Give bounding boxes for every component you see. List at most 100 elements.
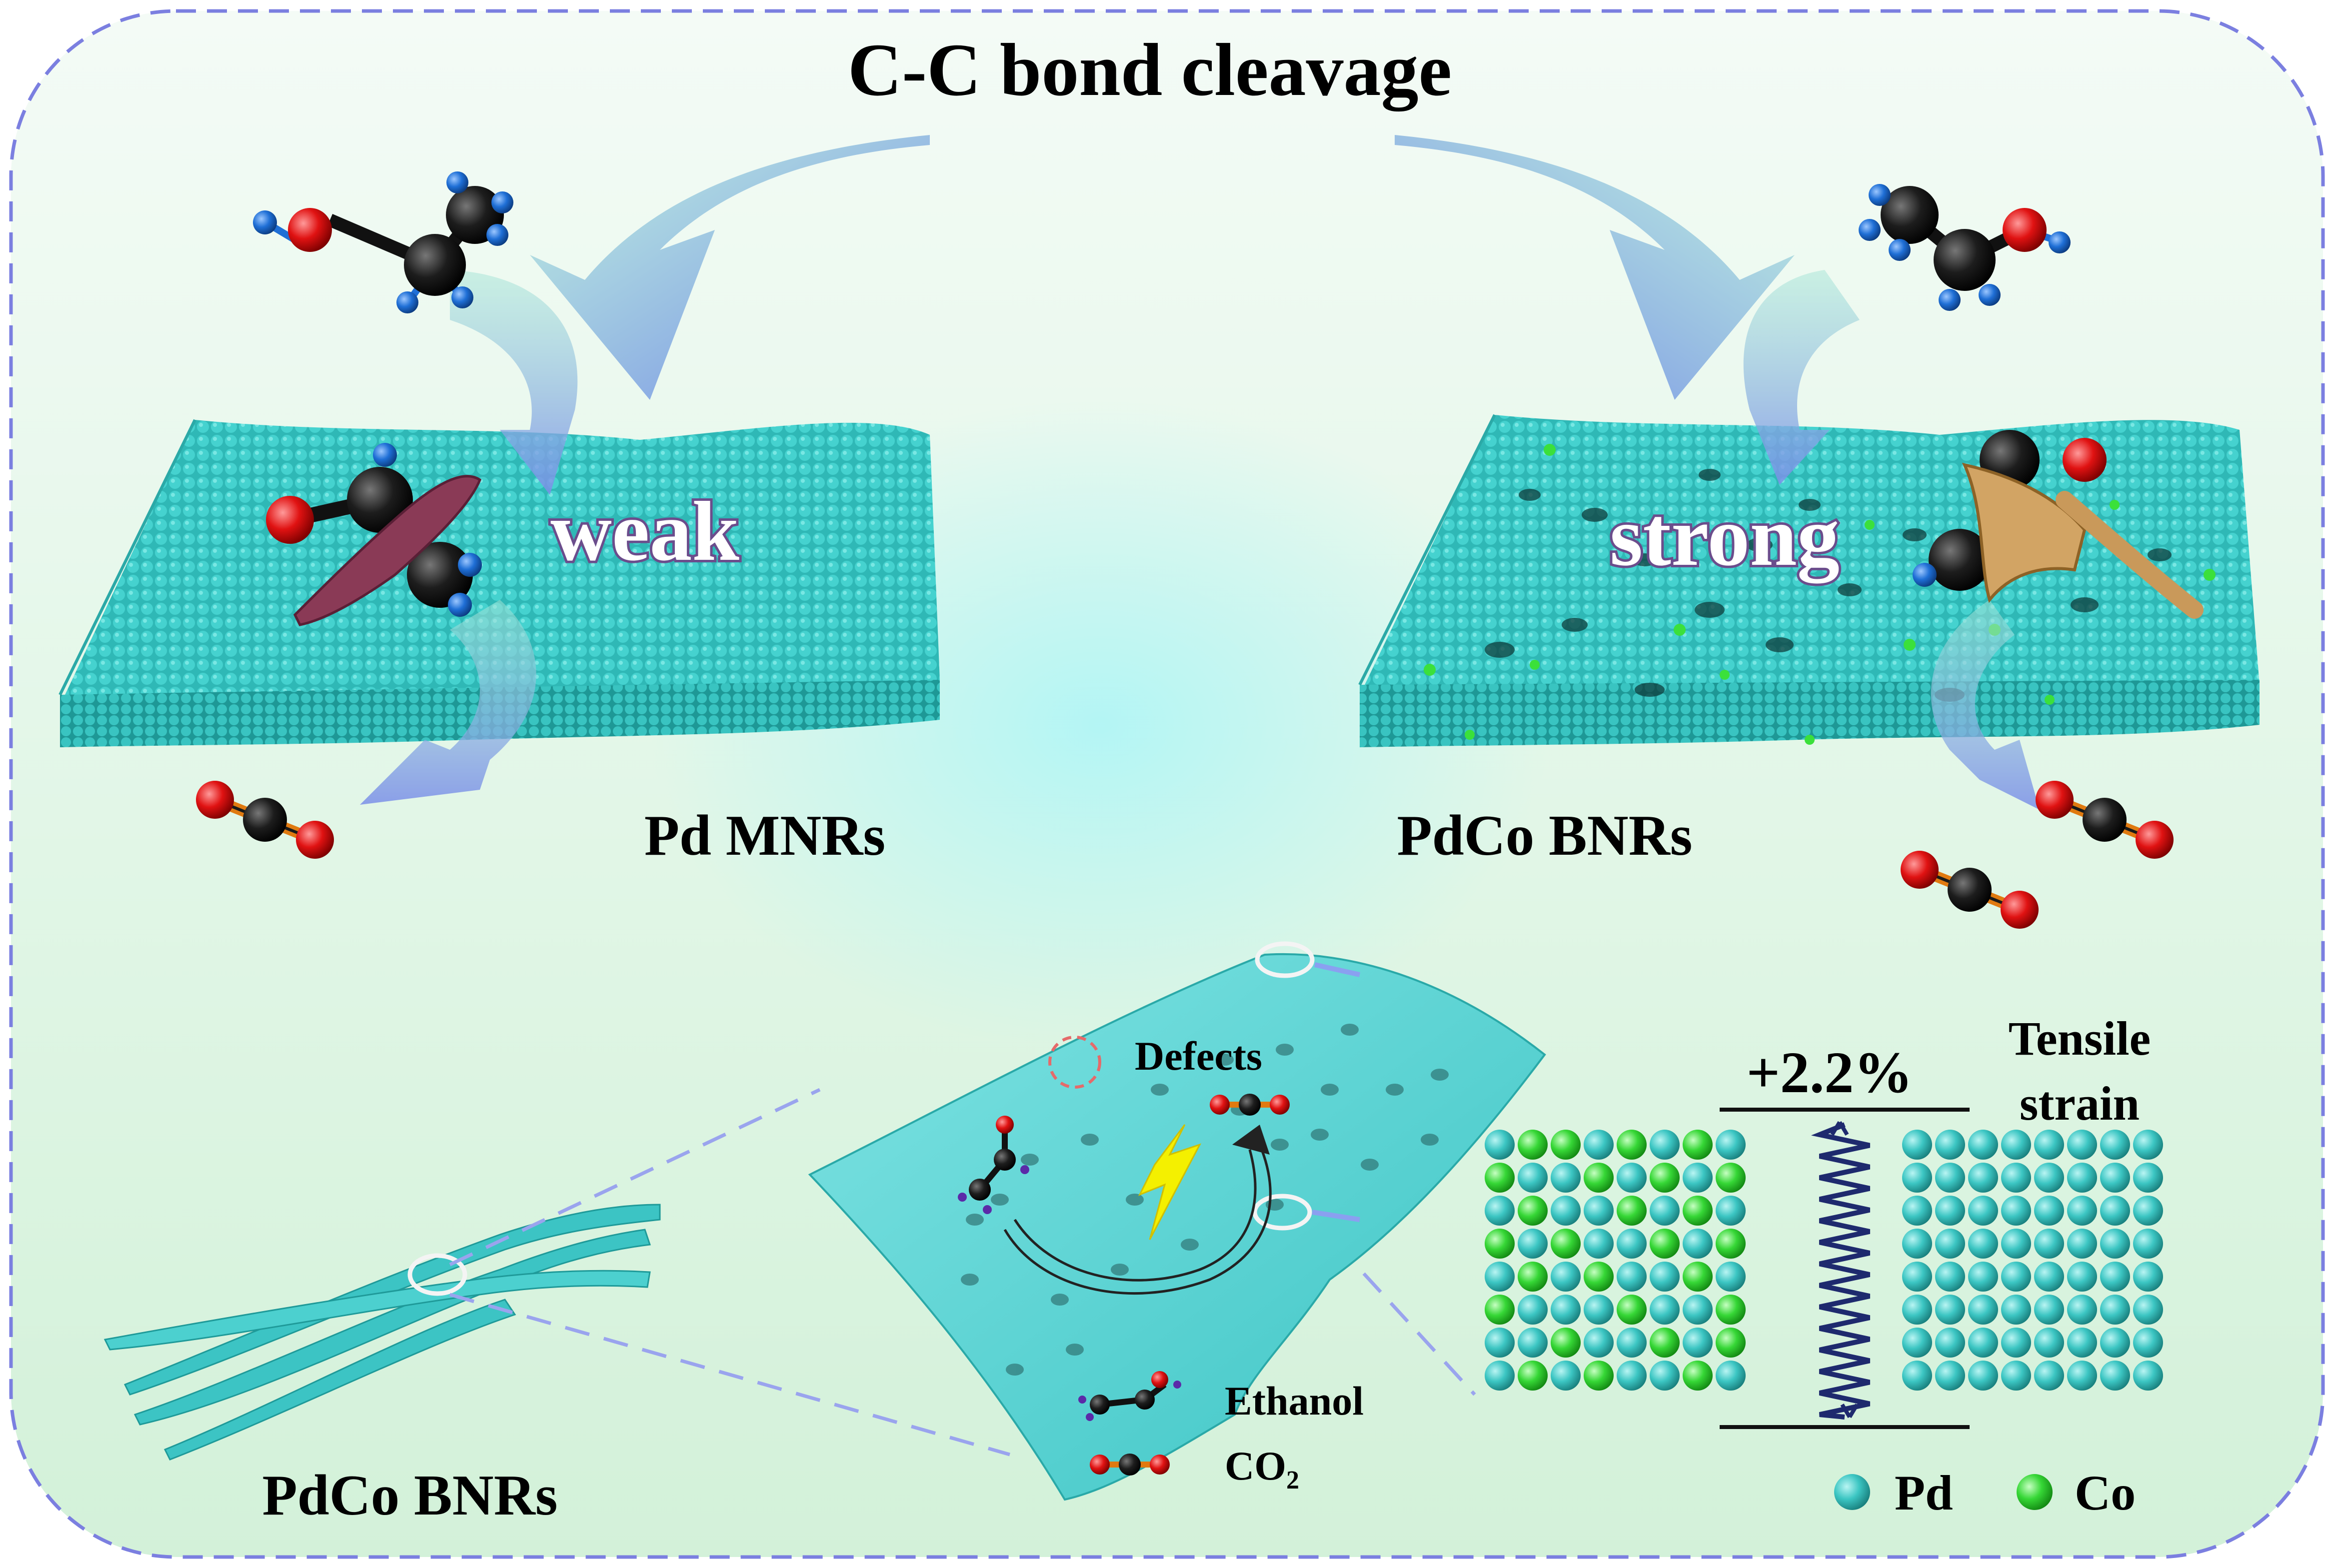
pd-atom [2100, 1130, 2130, 1160]
pd-atom [2133, 1229, 2163, 1259]
page-title: C-C bond cleavage [848, 28, 1452, 111]
co-atom [1650, 1328, 1680, 1358]
pd-atom [2067, 1229, 2097, 1259]
pd-atom [2034, 1328, 2064, 1358]
pd-atom [1935, 1262, 1965, 1292]
pd-mnrs-label: Pd MNRs [644, 804, 885, 867]
pd-atom [1968, 1262, 1998, 1292]
pd-atom [2067, 1163, 2097, 1193]
pd-atom [1683, 1295, 1713, 1325]
pd-atom [2001, 1262, 2031, 1292]
ethanol-molecule-top-left [253, 171, 513, 313]
strain-value-label: +2.2% [1747, 1040, 1913, 1105]
pd-atom [2133, 1163, 2163, 1193]
co-atom [1716, 1163, 1746, 1193]
arrow-left-large [530, 135, 930, 400]
zoom-line-1 [449, 1088, 821, 1267]
co-atom [1683, 1262, 1713, 1292]
pd-atom [1935, 1163, 1965, 1193]
pd-atom [1650, 1262, 1680, 1292]
co-atom [1716, 1328, 1746, 1358]
pd-atom [1683, 1163, 1713, 1193]
pdco-lattice [1485, 1130, 1746, 1391]
co2-on-sheet [1210, 1094, 1290, 1116]
interaction-weak-label: weak [550, 484, 739, 578]
pd-atom [1551, 1295, 1581, 1325]
pd-atom [2100, 1361, 2130, 1391]
pd-atom [2001, 1130, 2031, 1160]
co-atom [1650, 1229, 1680, 1259]
ethanol-molecule-top-right [1859, 184, 2071, 311]
pd-atom [1935, 1229, 1965, 1259]
co-atom [1617, 1196, 1647, 1226]
co-atom [1551, 1130, 1581, 1160]
co-atom [1584, 1361, 1614, 1391]
arrow-right-co2-out [1931, 600, 2040, 810]
pd-atom [2034, 1130, 2064, 1160]
pd-atom [1902, 1229, 1932, 1259]
pd-atom [1485, 1130, 1515, 1160]
pd-atom [1935, 1361, 1965, 1391]
zoom-line-2 [449, 1293, 1010, 1457]
pd-atom [2001, 1229, 2031, 1259]
arrow-right-ethanol-in [1743, 270, 1860, 485]
pd-atom [2133, 1328, 2163, 1358]
spring-icon [1811, 1122, 1871, 1420]
co-atom [1683, 1361, 1713, 1391]
legend-ethanol-label: Ethanol [1225, 1378, 1364, 1424]
pd-atom [1650, 1361, 1680, 1391]
pd-atom [2133, 1295, 2163, 1325]
pd-atom [1902, 1262, 1932, 1292]
legend-co2-label: CO2 [1225, 1443, 1299, 1495]
pd-atom [1584, 1295, 1614, 1325]
pd-atom [2100, 1229, 2130, 1259]
co-atom [1485, 1229, 1515, 1259]
legend-pd-swatch [1834, 1474, 1870, 1510]
pd-atom [1518, 1229, 1548, 1259]
pd-atom [1485, 1262, 1515, 1292]
pd-atom [2001, 1196, 2031, 1226]
pd-atom [1485, 1328, 1515, 1358]
pd-atom [2034, 1163, 2064, 1193]
adsorbed-ethanol-right [1913, 430, 2204, 619]
adsorbed-ethanol-left [266, 443, 482, 626]
legend-ethanol-icon [1078, 1371, 1181, 1421]
pd-atom [1551, 1196, 1581, 1226]
pd-atom [1968, 1229, 1998, 1259]
pd-atom [2067, 1328, 2097, 1358]
pd-atom [1518, 1163, 1548, 1193]
pd-atom [1617, 1163, 1647, 1193]
nanosheet [808, 941, 1546, 1501]
co-atom [1518, 1262, 1548, 1292]
co-atom [1683, 1130, 1713, 1160]
pd-atom [2034, 1295, 2064, 1325]
pd-atom [1551, 1163, 1581, 1193]
co-atom [1518, 1196, 1548, 1226]
pd-atom [1518, 1295, 1548, 1325]
pd-atom [2067, 1262, 2097, 1292]
pd-atom [1716, 1361, 1746, 1391]
knife-icon [293, 475, 482, 626]
pd-atom [1968, 1328, 1998, 1358]
pd-atom [1935, 1328, 1965, 1358]
pd-atom [1584, 1328, 1614, 1358]
co-atom [1683, 1196, 1713, 1226]
pd-atom [2100, 1196, 2130, 1226]
pd-atom [1716, 1262, 1746, 1292]
pd-atom [1902, 1328, 1932, 1358]
pd-atom [1935, 1130, 1965, 1160]
axe-head-icon [1962, 462, 2087, 603]
pd-atom [1617, 1262, 1647, 1292]
pd-atom [1485, 1196, 1515, 1226]
pd-atom [2034, 1196, 2064, 1226]
legend-co-swatch [2017, 1474, 2053, 1510]
pd-atom [1683, 1229, 1713, 1259]
pd-atom [1716, 1196, 1746, 1226]
legend-co-label: Co [2075, 1465, 2136, 1521]
defect-marker [1048, 1036, 1101, 1089]
pd-atom [1617, 1328, 1647, 1358]
legend-co2-icon [1090, 1454, 1170, 1476]
pd-atom [2100, 1163, 2130, 1193]
pd-atom [2100, 1295, 2130, 1325]
